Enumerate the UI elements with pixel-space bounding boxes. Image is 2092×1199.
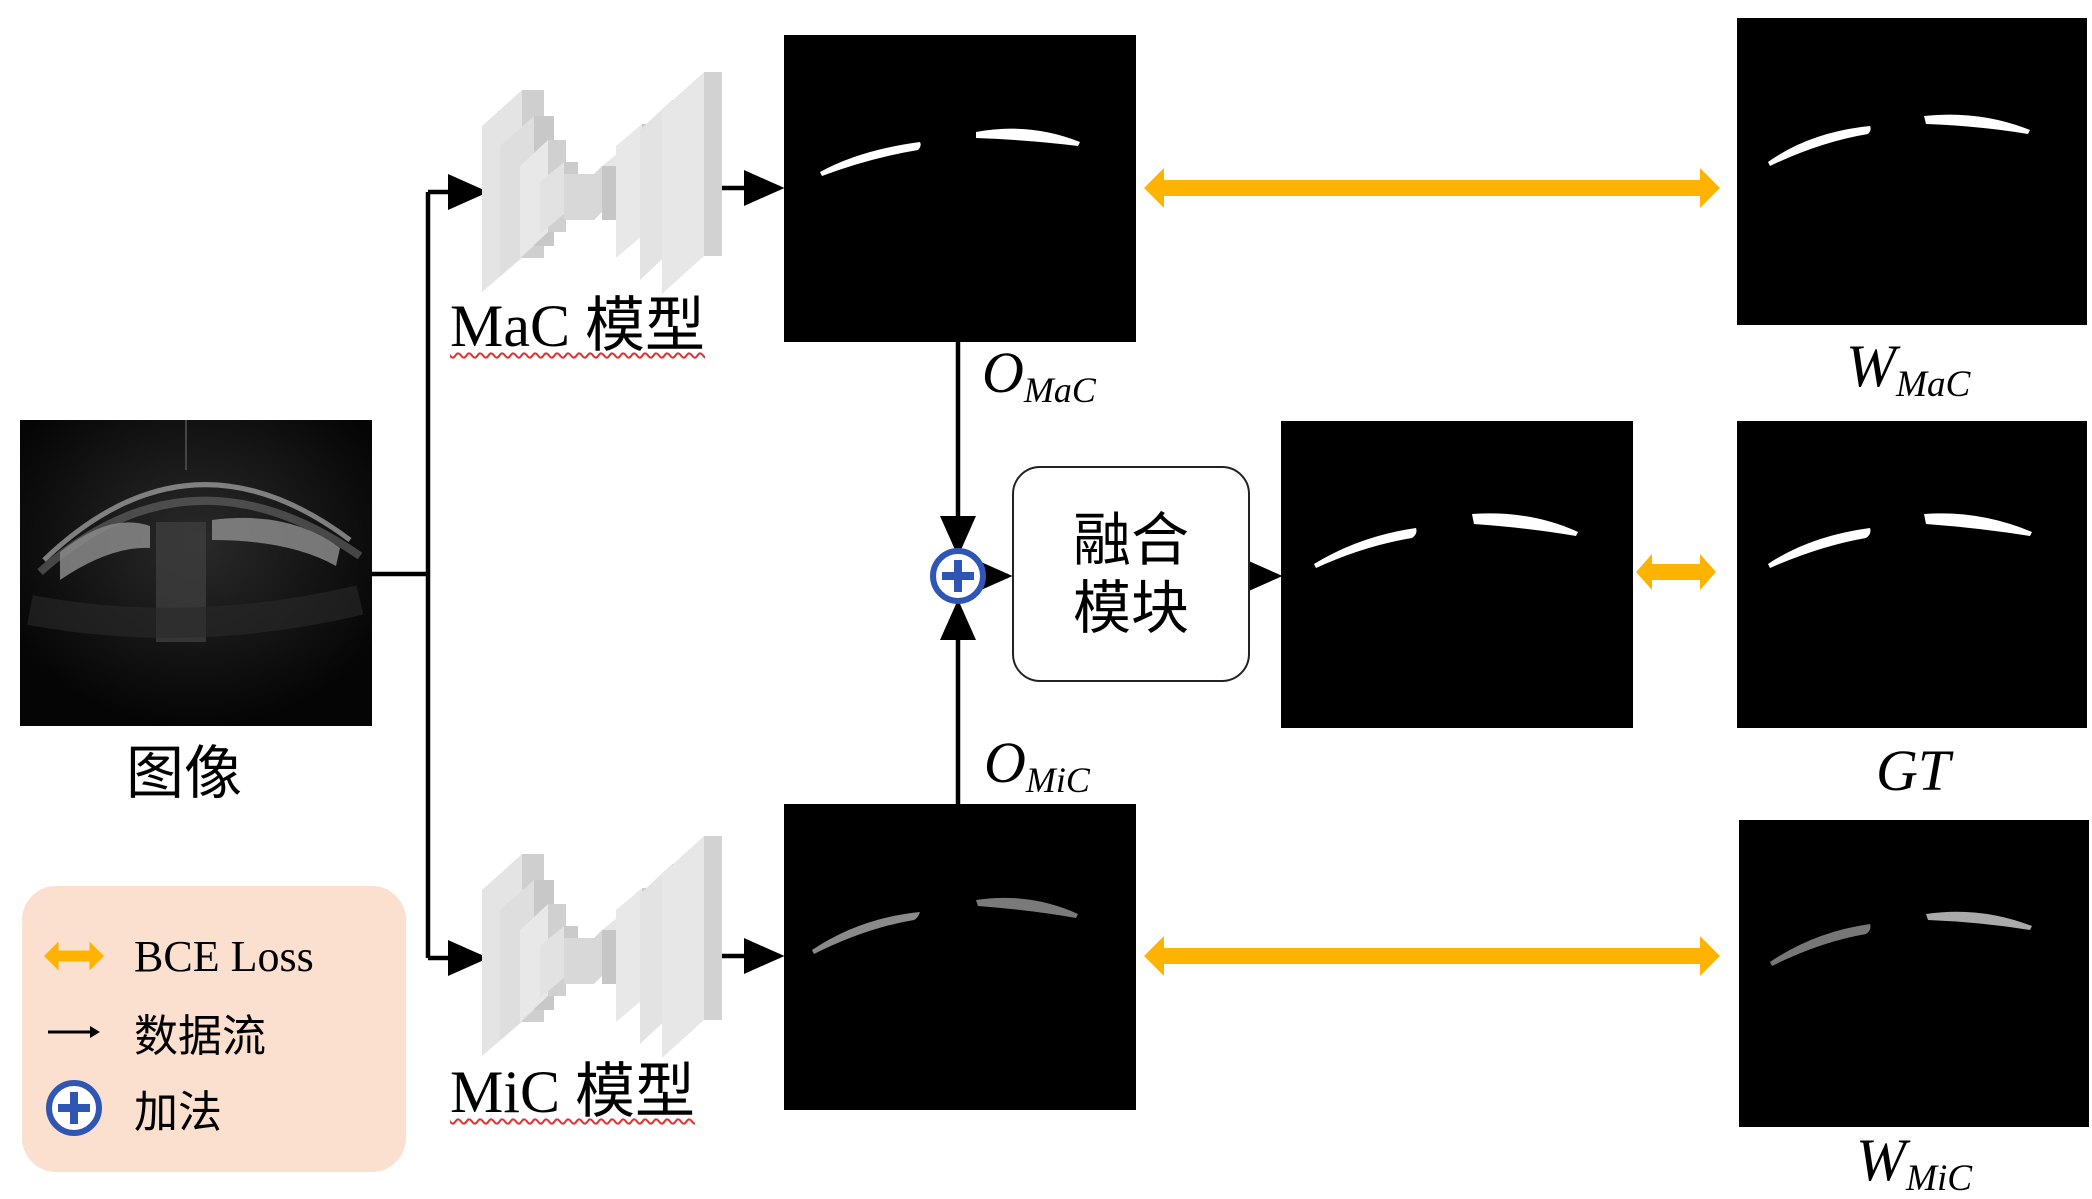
mac-model-text: MaC 模型 (450, 293, 705, 359)
fused-output-panel (1281, 421, 1633, 728)
flow-lines (372, 170, 1283, 976)
o-mic-sub: MiC (1025, 760, 1090, 801)
bce-loss-arrow-mic (1144, 936, 1720, 976)
w-mac-main: W (1846, 333, 1896, 399)
double-arrow-icon (44, 926, 104, 986)
gt-label: GT (1876, 738, 1951, 803)
arrow-right-icon (44, 1002, 104, 1062)
legend-item-data-flow: 数据流 (22, 1002, 406, 1062)
o-mac-label: OMaC (982, 344, 1096, 409)
w-mac-label: WMaC (1846, 333, 1970, 404)
w-mac-panel (1737, 18, 2087, 325)
mac-model-icon (482, 72, 722, 294)
legend: BCE Loss 数据流 加法 (22, 886, 406, 1172)
mic-model-label: MiC 模型 (450, 1062, 695, 1122)
o-mac-panel (784, 35, 1136, 342)
mic-model-text: MiC 模型 (450, 1059, 696, 1125)
bce-loss-arrow-mac (1144, 168, 1720, 208)
w-mic-main: W (1856, 1127, 1906, 1193)
legend-item-bce-loss: BCE Loss (22, 926, 406, 986)
w-mic-label: WMiC (1856, 1127, 1972, 1198)
image-label: 图像 (126, 739, 243, 807)
mic-model-icon (482, 836, 722, 1058)
w-mic-panel (1739, 820, 2089, 1127)
legend-bce-loss-label: BCE Loss (134, 931, 314, 981)
plus-circle-legend-icon (44, 1078, 104, 1138)
w-mic-sub: MiC (1905, 1158, 1973, 1199)
fusion-module: 融合 模块 (1012, 466, 1250, 682)
mac-model-label: MaC 模型 (450, 296, 705, 356)
fusion-module-line1: 融合 (1072, 505, 1189, 574)
input-image (20, 420, 372, 726)
o-mic-label: OMiC (984, 734, 1090, 799)
legend-data-flow-label: 数据流 (134, 1011, 266, 1062)
bce-loss-arrow-gt (1636, 554, 1716, 590)
w-mac-sub: MaC (1895, 364, 1971, 406)
gt-panel (1737, 421, 2087, 728)
o-mic-main: O (984, 730, 1026, 795)
o-mic-panel (784, 804, 1136, 1110)
fusion-module-line2: 模块 (1072, 574, 1189, 642)
o-mac-main: O (982, 340, 1024, 405)
o-mac-sub: MaC (1023, 370, 1096, 411)
legend-item-addition: 加法 (22, 1078, 406, 1138)
plus-circle-icon (930, 548, 986, 604)
legend-addition-label: 加法 (134, 1087, 222, 1138)
